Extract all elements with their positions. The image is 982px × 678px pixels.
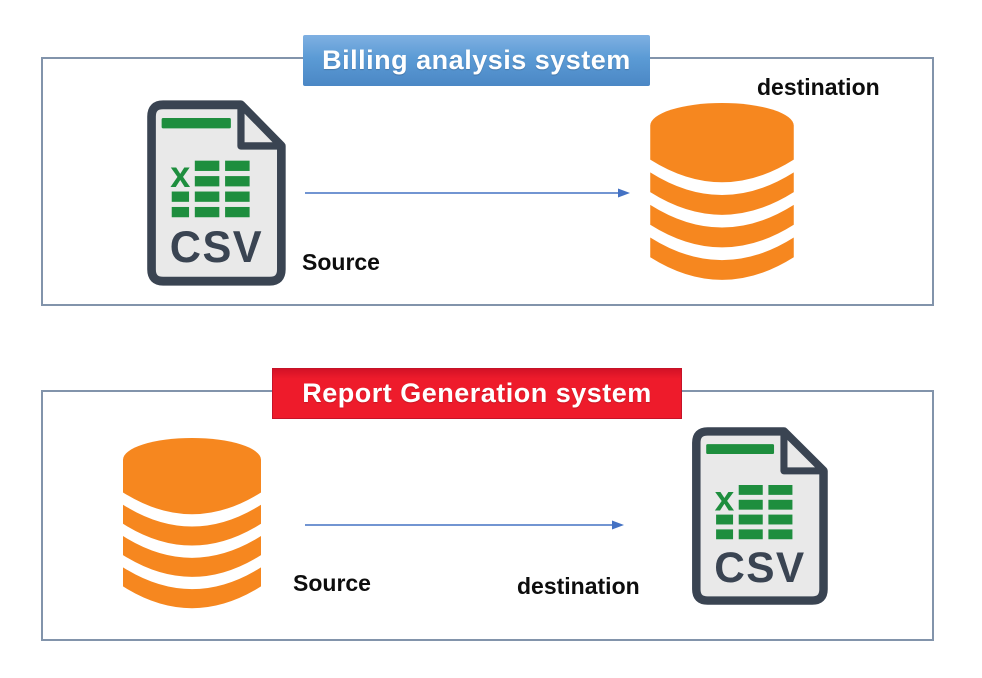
csv-file-label: CSV — [170, 223, 263, 272]
svg-text:x: x — [715, 479, 735, 518]
csv-file-icon: x CSV — [685, 423, 832, 614]
database-icon — [117, 438, 267, 620]
billing-destination-label: destination — [757, 74, 880, 100]
svg-text:x: x — [170, 154, 190, 195]
csv-file-icon: x CSV — [140, 96, 290, 295]
report-destination-label: destination — [517, 573, 640, 599]
csv-green-bar — [706, 444, 775, 454]
database-icon — [644, 103, 800, 292]
spreadsheet-grid-glyph: x — [715, 479, 793, 540]
billing-system-title: Billing analysis system — [303, 35, 650, 86]
csv-green-bar — [161, 118, 231, 129]
billing-source-label: Source — [302, 249, 380, 275]
report-system-title: Report Generation system — [272, 368, 682, 419]
report-source-label: Source — [293, 570, 371, 596]
billing-flow-arrow-icon — [305, 186, 631, 205]
csv-file-label: CSV — [714, 544, 805, 591]
report-flow-arrow-icon — [305, 518, 625, 537]
spreadsheet-grid-glyph: x — [170, 154, 250, 218]
